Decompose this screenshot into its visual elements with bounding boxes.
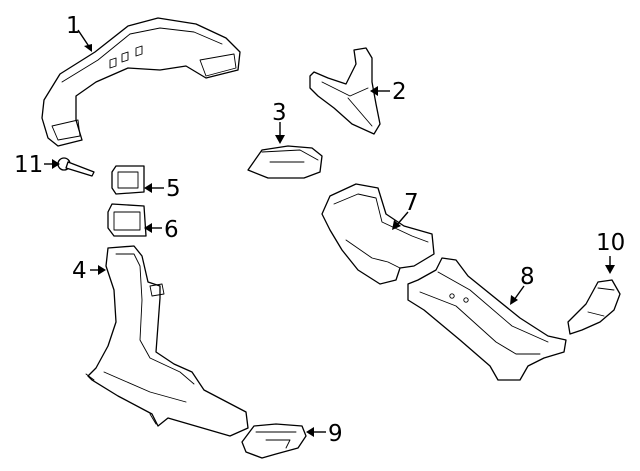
part-8-duct[interactable] <box>407 257 567 381</box>
callout-labels: 1 2 3 4 5 6 7 8 9 10 11 <box>14 13 625 447</box>
callout-11: 11 <box>14 152 43 178</box>
part-5-grille[interactable] <box>111 165 145 195</box>
part-10-connector[interactable] <box>567 279 621 335</box>
part-11-screw[interactable] <box>57 157 95 177</box>
part-3-vent[interactable] <box>247 145 323 179</box>
part-4-duct[interactable] <box>85 245 249 437</box>
callout-7: 7 <box>404 190 419 216</box>
callout-5: 5 <box>166 176 181 202</box>
part-7-duct[interactable] <box>321 183 435 285</box>
part-6-grille[interactable] <box>107 203 147 237</box>
callout-6: 6 <box>164 217 179 243</box>
callout-10: 10 <box>596 230 625 256</box>
callout-9: 9 <box>328 421 343 447</box>
callout-4: 4 <box>72 258 87 284</box>
leader-lines <box>44 29 615 437</box>
part-9-connector[interactable] <box>241 423 307 459</box>
part-2-bracket-duct[interactable] <box>309 47 381 135</box>
callout-3: 3 <box>272 100 287 126</box>
callout-8: 8 <box>520 264 535 290</box>
part-1-duct[interactable] <box>41 17 241 147</box>
callout-1: 1 <box>66 13 81 39</box>
callout-2: 2 <box>392 79 407 105</box>
